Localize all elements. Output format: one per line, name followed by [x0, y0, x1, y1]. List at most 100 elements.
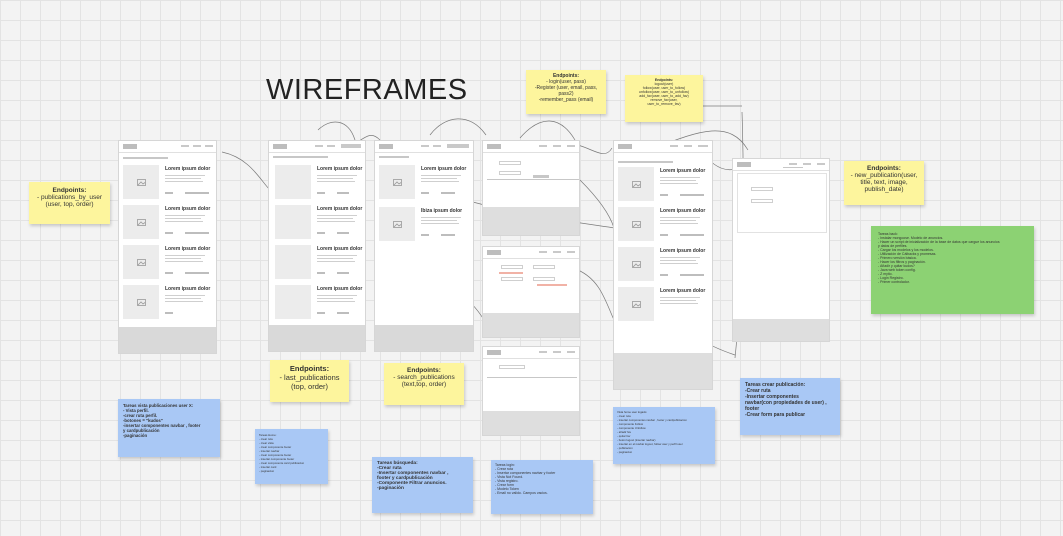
- sticky-endpoints-social[interactable]: Endpoints: logout(user) follow(user, use…: [625, 75, 703, 122]
- card-button: [680, 274, 704, 276]
- form-area-placeholder: [737, 173, 827, 233]
- publication-card: Lorem ipsum dolor: [275, 205, 362, 241]
- divider-placeholder: [487, 377, 577, 378]
- card-thumbnail: [618, 247, 654, 281]
- nav-link: [205, 145, 213, 147]
- sticky-tareas-home-logado[interactable]: Vista home user logado: - crear ruta - i…: [613, 407, 715, 464]
- sticky-body: - new_publication(user, title, text, ima…: [850, 172, 918, 193]
- card-text-line: [421, 217, 461, 218]
- wireframe-last-publications[interactable]: Lorem ipsum dolor Lorem ipsum dolor Lore…: [268, 140, 366, 352]
- card-thumbnail: [379, 165, 415, 199]
- publication-card: Lorem ipsum dolor: [275, 165, 362, 201]
- card-button: [337, 192, 349, 194]
- logo-placeholder: [123, 144, 137, 149]
- section-heading-placeholder: [273, 156, 328, 158]
- card-button: [185, 232, 209, 234]
- card-title: Lorem ipsum dolor: [317, 246, 363, 252]
- card-title: Lorem ipsum dolor: [165, 206, 211, 212]
- card-text-line: [317, 255, 357, 256]
- card-button: [165, 272, 173, 274]
- nav-link: [553, 145, 561, 147]
- card-text-line: [660, 183, 698, 184]
- card-title: Lorem ipsum dolor: [421, 166, 467, 172]
- card-thumbnail: [618, 167, 654, 201]
- sticky-endpoints-publications-by-user[interactable]: Endpoints: - publications_by_user (user,…: [29, 182, 110, 224]
- card-button: [441, 192, 455, 194]
- divider-placeholder: [487, 179, 579, 180]
- sticky-body: Tareas login: - Crear ruta - Insertar co…: [495, 463, 556, 495]
- wireframe-logged-home[interactable]: Lorem ipsum dolor Lorem ipsum dolor Lore…: [613, 140, 713, 390]
- logo-placeholder: [618, 144, 632, 149]
- publication-card: Lorem ipsum dolor: [123, 285, 212, 321]
- board-title: WIREFRAMES: [266, 74, 468, 106]
- card-text-line: [660, 260, 696, 261]
- image-placeholder-icon: [631, 220, 641, 228]
- card-text-line: [660, 300, 696, 301]
- card-text-line: [660, 303, 698, 304]
- card-title: Lorem ipsum dolor: [165, 286, 211, 292]
- wireframe-navbar: [269, 141, 365, 153]
- sticky-body: logout(user) follow(user, user_to_follow…: [638, 82, 690, 106]
- search-result-heading-placeholder: [379, 156, 409, 158]
- wireframe-footer: [733, 319, 829, 341]
- card-text-line: [165, 215, 205, 216]
- card-thumbnail: [275, 245, 311, 279]
- wireframe-publications-by-user[interactable]: Lorem ipsum dolor Lorem ipsum dolor Lore…: [118, 140, 217, 354]
- sticky-tareas-home[interactable]: Tareas Home: - crear ruta - crear vista …: [255, 429, 328, 484]
- card-text-line: [421, 175, 461, 176]
- sticky-tareas-backend[interactable]: Tareas back: - Instalar mongoose. Modelo…: [871, 226, 1034, 314]
- publication-card: Lorem ipsum dolor: [123, 245, 212, 281]
- sticky-endpoints-last-publications[interactable]: Endpoints: - last_publications (top, ord…: [270, 360, 349, 402]
- nav-link: [181, 145, 189, 147]
- card-text-line: [421, 181, 459, 182]
- logo-placeholder: [487, 250, 501, 255]
- sticky-body: Vista home user logado: - crear ruta - i…: [617, 410, 687, 454]
- card-thumbnail: [123, 245, 159, 279]
- card-title: Lorem ipsum dolor: [660, 288, 706, 294]
- wireframe-remember-pass[interactable]: [482, 346, 580, 436]
- wireframe-navbar: [483, 347, 579, 359]
- card-text-line: [660, 180, 696, 181]
- wireframe-search-publications[interactable]: Lorem ipsum dolor Ibiza ipsum dolor: [374, 140, 474, 352]
- sticky-tareas-login[interactable]: Tareas login: - Crear ruta - Insertar co…: [491, 460, 593, 514]
- card-button: [185, 192, 209, 194]
- publication-card: Lorem ipsum dolor: [123, 205, 212, 241]
- wireframe-register[interactable]: [482, 246, 580, 338]
- card-button: [317, 272, 325, 274]
- sticky-endpoints-new-publication[interactable]: Endpoints: - new_publication(user, title…: [844, 161, 924, 205]
- logo-placeholder: [487, 350, 501, 355]
- logo-placeholder: [379, 144, 393, 149]
- nav-link: [539, 351, 547, 353]
- card-thumbnail: [123, 205, 159, 239]
- card-button: [317, 192, 325, 194]
- sticky-body: - search_publications (text,top, order): [393, 374, 455, 388]
- wireframe-navbar: [375, 141, 473, 153]
- wireframe-footer: [483, 411, 579, 435]
- wireframe-footer: [375, 325, 473, 351]
- sticky-tareas-publicaciones-user[interactable]: Tareas vista publicaciones user X: - Vis…: [118, 399, 220, 457]
- card-text-line: [317, 181, 355, 182]
- wireframe-login[interactable]: [482, 140, 580, 236]
- connector-line: [429, 118, 487, 136]
- sticky-endpoints-search-publications[interactable]: Endpoints: - search_publications (text,t…: [384, 363, 464, 405]
- image-placeholder-icon: [136, 298, 146, 306]
- image-placeholder-icon: [136, 178, 146, 186]
- logo-placeholder: [487, 144, 501, 149]
- image-placeholder-icon: [631, 180, 641, 188]
- connector-line: [519, 120, 576, 141]
- validation-error-placeholder: [499, 272, 523, 274]
- sticky-tareas-busqueda[interactable]: Tareas búsqueda: -Crear ruta -Insertar c…: [372, 457, 473, 513]
- publication-card: Ibiza ipsum dolor: [379, 207, 469, 243]
- nav-link: [553, 251, 561, 253]
- nav-link: [315, 145, 323, 147]
- nav-link: [684, 145, 692, 147]
- register-input: [501, 265, 523, 269]
- image-placeholder-icon: [392, 220, 402, 228]
- publication-card: Lorem ipsum dolor: [618, 167, 708, 203]
- nav-link: [567, 351, 575, 353]
- card-text-line: [421, 223, 459, 224]
- sticky-endpoints-auth[interactable]: Endpoints: - login(user, pass) -Register…: [526, 70, 606, 114]
- wireframe-new-publication[interactable]: [732, 158, 830, 342]
- sticky-tareas-crear-publicacion[interactable]: Tareas crear publicación: -Crear ruta -I…: [740, 378, 840, 435]
- wireframe-navbar: [483, 141, 579, 153]
